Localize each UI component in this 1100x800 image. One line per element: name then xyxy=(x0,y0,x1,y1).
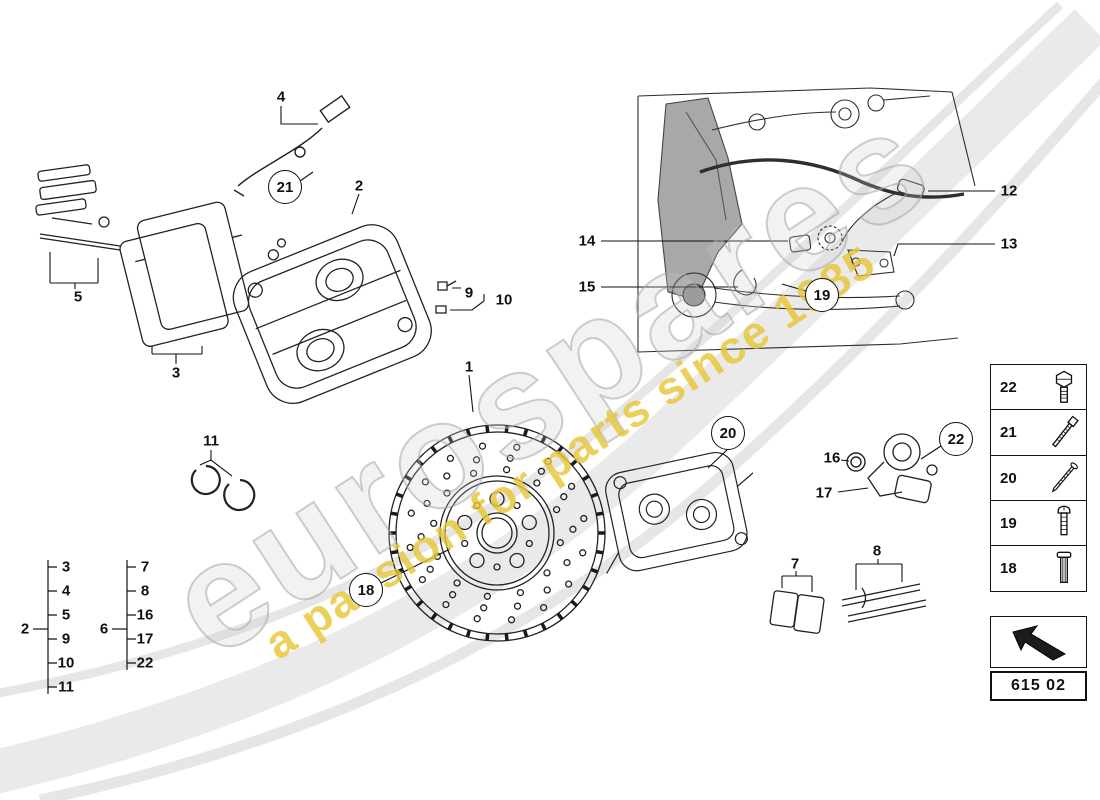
panel-item-number: 21 xyxy=(1000,424,1017,442)
panel-item-20[interactable]: 20 xyxy=(990,454,1087,502)
callout-label-9: 9 xyxy=(464,284,474,302)
legend-item: 5 xyxy=(61,606,71,624)
callout-label-17: 17 xyxy=(815,484,833,502)
legend-item: 7 xyxy=(140,558,150,576)
panel-item-19[interactable]: 19 xyxy=(990,499,1087,547)
bolt-washer-drawing xyxy=(435,280,457,314)
callout-bubble-18[interactable]: 18 xyxy=(349,573,383,607)
callout-label-11: 11 xyxy=(203,432,219,450)
legend-brackets xyxy=(33,560,136,694)
panel-item-18[interactable]: 18 xyxy=(990,545,1087,593)
callout-label-14: 14 xyxy=(578,232,596,250)
callout-label-4: 4 xyxy=(276,88,286,106)
part-code-box: 615 02 xyxy=(990,671,1087,701)
callout-label-3: 3 xyxy=(171,364,181,382)
legend-item: 17 xyxy=(136,630,154,648)
legend-item: 10 xyxy=(57,654,75,672)
long-screw-icon xyxy=(1051,462,1078,493)
brake-disc-drawing xyxy=(388,424,606,642)
legend-group-label-2: 2 xyxy=(20,620,30,638)
seal-ring-drawing xyxy=(846,452,866,472)
callout-leaders xyxy=(49,106,995,592)
panel-item-number: 19 xyxy=(1000,514,1017,532)
spring-kit-drawing xyxy=(35,164,121,251)
callout-label-2: 2 xyxy=(354,177,364,195)
callout-bubble-19[interactable]: 19 xyxy=(805,278,839,312)
legend-item: 4 xyxy=(61,582,71,600)
fasteners-panel: 22 21 20 xyxy=(990,364,1087,593)
legend-item: 22 xyxy=(136,654,154,672)
callout-label-5: 5 xyxy=(73,288,83,306)
legend-item: 16 xyxy=(136,606,154,624)
panel-item-number: 20 xyxy=(1000,469,1017,487)
legend-item: 9 xyxy=(61,630,71,648)
callout-label-8: 8 xyxy=(872,542,882,560)
panel-item-21[interactable]: 21 xyxy=(990,409,1087,457)
part-code: 615 02 xyxy=(1011,677,1066,694)
callout-label-13: 13 xyxy=(1000,235,1018,253)
legend-item: 11 xyxy=(58,678,74,696)
circlip-drawing xyxy=(190,464,256,512)
callout-bubble-22[interactable]: 22 xyxy=(939,422,973,456)
callout-label-12: 12 xyxy=(1000,182,1018,200)
axle-assembly-drawing xyxy=(637,87,976,353)
panel-item-number: 22 xyxy=(1000,379,1017,396)
direction-arrow-box xyxy=(990,616,1087,668)
plates-drawing xyxy=(769,590,825,634)
socket-bolt-icon xyxy=(1052,415,1079,448)
caliper-drawing xyxy=(232,224,432,404)
rear-caliper-drawing xyxy=(605,451,754,574)
speed-sensor-drawing xyxy=(867,433,938,504)
up-left-arrow-icon xyxy=(1011,625,1066,661)
wear-sensor-drawing xyxy=(233,94,351,197)
legend-group-label-6: 6 xyxy=(99,620,109,638)
callout-label-15: 15 xyxy=(578,278,596,296)
callout-label-16: 16 xyxy=(823,449,841,467)
stud-icon xyxy=(1056,551,1072,583)
legend-item: 8 xyxy=(140,582,150,600)
callout-label-1: 1 xyxy=(464,358,474,376)
pan-screw-icon xyxy=(1057,506,1071,536)
hex-bolt-icon xyxy=(1055,370,1073,403)
legend-item: 3 xyxy=(61,558,71,576)
callout-label-7: 7 xyxy=(790,555,800,573)
pin-kit-drawing xyxy=(841,583,927,623)
callout-bubble-20[interactable]: 20 xyxy=(711,416,745,450)
callout-bubble-21[interactable]: 21 xyxy=(268,170,302,204)
callout-label-10: 10 xyxy=(495,291,513,309)
brake-pads-drawing xyxy=(119,201,250,347)
panel-item-number: 18 xyxy=(1000,560,1017,578)
panel-item-22[interactable]: 22 xyxy=(990,364,1087,411)
